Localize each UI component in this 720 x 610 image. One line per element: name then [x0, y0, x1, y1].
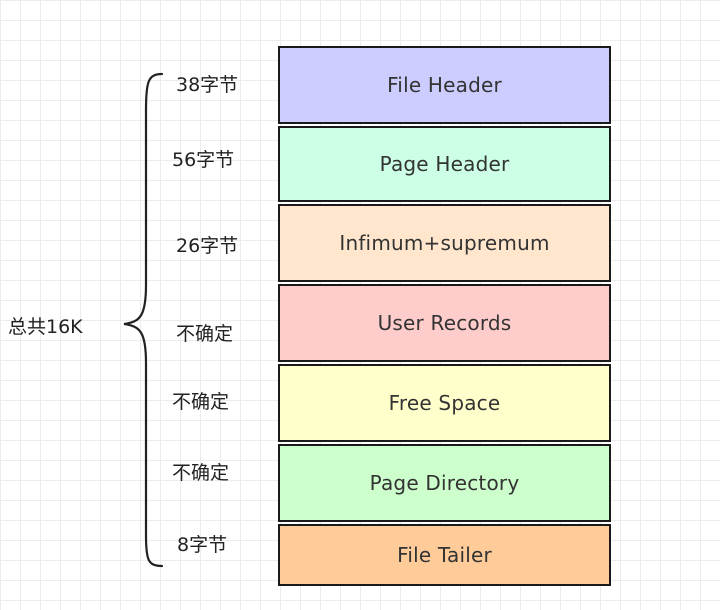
section-free-space: Free Space	[278, 364, 611, 442]
size-label-file-tailer: 8字节	[177, 534, 228, 556]
section-infimum-supremum: Infimum+supremum	[278, 204, 611, 282]
section-page-header: Page Header	[278, 126, 611, 202]
total-size-label: 总共16K	[8, 316, 83, 338]
size-label-page-header: 56字节	[172, 149, 235, 171]
curly-brace-icon	[123, 72, 164, 568]
section-user-records: User Records	[278, 284, 611, 362]
section-file-header: File Header	[278, 46, 611, 124]
size-label-infimum-supremum: 26字节	[176, 235, 239, 257]
size-label-free-space: 不确定	[172, 391, 230, 413]
page-structure-stack: File Header Page Header Infimum+supremum…	[278, 46, 611, 586]
size-label-page-directory: 不确定	[172, 462, 230, 484]
size-label-file-header: 38字节	[176, 74, 239, 96]
section-file-tailer: File Tailer	[278, 524, 611, 586]
size-label-user-records: 不确定	[176, 323, 234, 345]
section-page-directory: Page Directory	[278, 444, 611, 522]
